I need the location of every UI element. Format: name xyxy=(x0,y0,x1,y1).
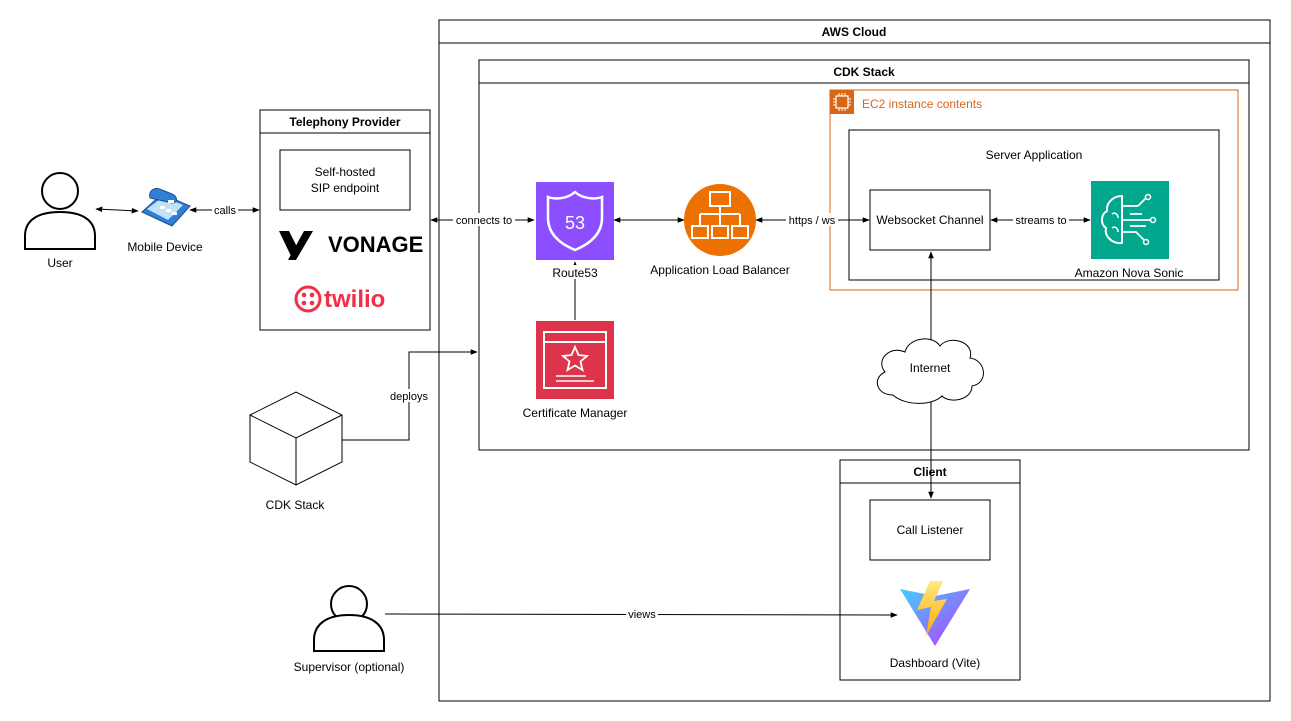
ec2-title: EC2 instance contents xyxy=(862,97,982,111)
internet-label: Internet xyxy=(910,361,951,375)
route53-icon: 53 xyxy=(536,182,614,260)
mobile-device-node: Mobile Device xyxy=(127,187,203,254)
edge-views-label: views xyxy=(628,609,656,621)
call-listener-box: Call Listener xyxy=(869,499,991,561)
cdk-stack-cube-label: CDK Stack xyxy=(266,498,326,512)
vonage-wordmark: VONAGE xyxy=(328,232,423,257)
route53-label: Route53 xyxy=(552,266,598,280)
dashboard-label: Dashboard (Vite) xyxy=(890,656,981,670)
person-icon xyxy=(24,172,96,250)
edge-streams-to-label: streams to xyxy=(1015,215,1066,227)
cloud-icon xyxy=(876,338,984,404)
client-container: Client xyxy=(839,459,1021,681)
nova-sonic-node: Amazon Nova Sonic xyxy=(1075,181,1184,280)
cdk-stack-cube-node: CDK Stack xyxy=(249,391,343,512)
edge-user-mobile xyxy=(95,206,139,214)
alb-label: Application Load Balancer xyxy=(650,263,789,277)
certificate-manager-label: Certificate Manager xyxy=(523,406,628,420)
ec2-instance-group: EC2 instance contents xyxy=(829,89,1239,291)
supervisor-node: Supervisor (optional) xyxy=(294,585,405,674)
edge-connects-to-label: connects to xyxy=(456,215,512,227)
websocket-channel-label: Websocket Channel xyxy=(876,213,983,227)
supervisor-label: Supervisor (optional) xyxy=(294,660,405,674)
phone-icon xyxy=(141,187,191,227)
sip-endpoint-box: Self-hosted SIP endpoint xyxy=(279,149,411,211)
route53-badge: 53 xyxy=(565,213,585,233)
vonage-logo: VONAGE xyxy=(279,231,423,260)
nova-sonic-label: Amazon Nova Sonic xyxy=(1075,266,1184,280)
call-listener-label: Call Listener xyxy=(897,523,964,537)
brain-icon xyxy=(1091,181,1169,259)
user-label: User xyxy=(47,256,72,270)
aws-cloud-title: AWS Cloud xyxy=(822,25,887,39)
cdk-stack-title: CDK Stack xyxy=(833,65,895,79)
telephony-provider-title: Telephony Provider xyxy=(289,115,400,129)
load-balancer-icon xyxy=(684,184,756,256)
server-application-title: Server Application xyxy=(986,148,1083,162)
sip-endpoint-label-1: Self-hosted xyxy=(315,165,376,179)
client-title: Client xyxy=(913,465,946,479)
websocket-channel-box: Websocket Channel xyxy=(869,189,991,251)
internet-node: Internet xyxy=(876,338,984,404)
twilio-logo: twilio xyxy=(294,285,385,313)
telephony-provider-container: Telephony Provider xyxy=(259,109,431,331)
twilio-wordmark: twilio xyxy=(324,286,385,313)
alb-node: Application Load Balancer xyxy=(650,184,790,277)
sip-endpoint-label-2: SIP endpoint xyxy=(311,181,380,195)
edge-https-ws-label: https / ws xyxy=(789,215,836,227)
edge-deploys-label: deploys xyxy=(390,391,428,403)
certificate-icon xyxy=(536,321,614,399)
dashboard-node: Dashboard (Vite) xyxy=(890,581,981,670)
vite-icon xyxy=(900,581,970,646)
cube-icon xyxy=(249,391,343,486)
route53-node: 53 Route53 xyxy=(536,182,614,280)
mobile-device-label: Mobile Device xyxy=(127,240,203,254)
person-icon xyxy=(313,585,385,652)
edge-calls-label: calls xyxy=(214,205,237,217)
certificate-manager-node: Certificate Manager xyxy=(523,321,628,420)
user-node: User xyxy=(24,172,96,270)
ec2-chip-icon xyxy=(830,90,854,114)
